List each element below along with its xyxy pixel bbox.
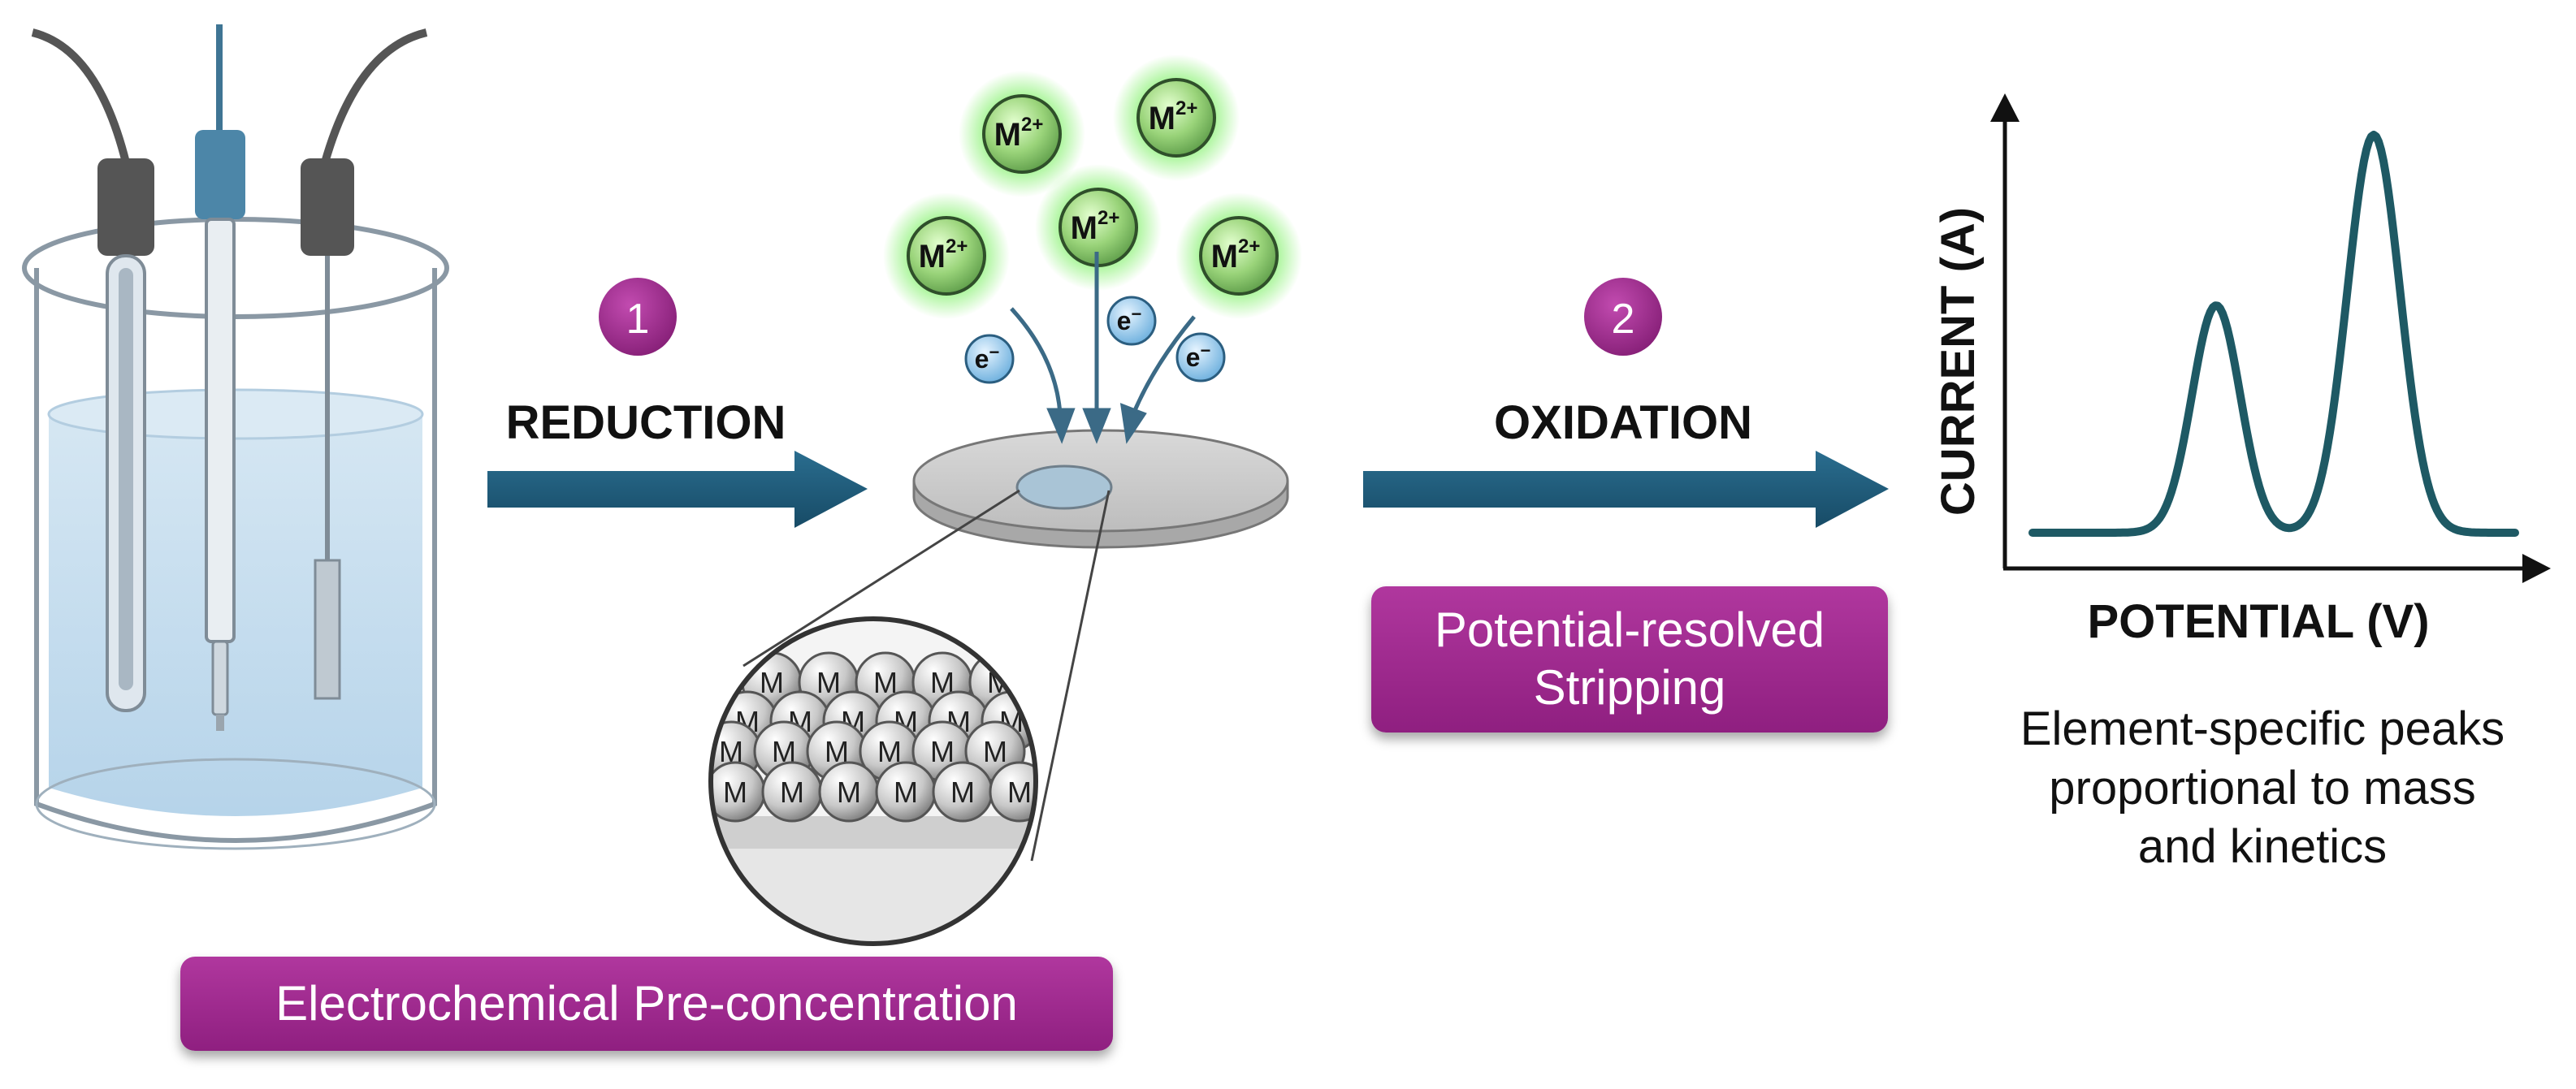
reduction-arrow (487, 451, 868, 528)
electrons-layer: e− e− e− (964, 296, 1226, 384)
svg-text:M: M (837, 776, 861, 809)
svg-text:M: M (816, 666, 841, 699)
step-2-badge: 2 (1584, 278, 1662, 356)
caption-line-3: and kinetics (2137, 820, 2388, 873)
stripping-voltammogram: CURRENT (A) POTENTIAL (V) (1932, 93, 2551, 648)
step-1-number: 1 (626, 296, 650, 343)
step-1-label: REDUCTION (506, 396, 786, 449)
svg-text:M: M (723, 776, 747, 809)
beaker-glass (34, 268, 437, 843)
y-axis-label: CURRENT (A) (1932, 207, 1985, 516)
metal-ion: M2+ (1113, 54, 1240, 181)
oxidation-arrow (1363, 451, 1889, 528)
svg-text:M: M (983, 735, 1007, 768)
metal-ion: M2+ (1175, 192, 1302, 319)
svg-text:M: M (760, 666, 784, 699)
electrochemical-cell-beaker (22, 24, 449, 850)
electron: e− (1106, 296, 1157, 346)
metal-ion: M2+ (883, 192, 1010, 319)
deposited-metal-atom: M (989, 761, 1036, 823)
deposited-metal-atom: M (711, 761, 766, 823)
counter-electrode (301, 28, 428, 700)
svg-text:M: M (950, 776, 975, 809)
step-2-label: OXIDATION (1494, 396, 1752, 449)
electron: e− (964, 334, 1015, 384)
preconcentration-label: Electrochemical Pre-concentration (275, 975, 1018, 1031)
svg-text:M: M (930, 735, 955, 768)
stripping-box: Potential-resolved Stripping (1371, 586, 1888, 732)
x-axis-label: POTENTIAL (V) (2087, 595, 2429, 648)
deposition-spot (1015, 465, 1113, 510)
svg-text:M: M (1007, 776, 1032, 809)
caption-line-2: proportional to mass (2049, 761, 2476, 815)
deposited-metal-atom: M (761, 761, 823, 823)
deposited-metal-atom: M (818, 761, 880, 823)
metal-ion-label: M2+ (1149, 97, 1198, 136)
step-1-badge: 1 (599, 278, 677, 356)
working-electrode (195, 24, 245, 731)
metal-ion: M2+ (959, 71, 1085, 197)
deposited-metal-atom: M (875, 761, 937, 823)
electron: e− (1175, 332, 1226, 382)
svg-text:M: M (894, 776, 918, 809)
deposition-arrows (1010, 252, 1196, 444)
stripping-label-line1: Potential-resolved (1434, 603, 1825, 658)
deposited-metal-atom: M (932, 761, 994, 823)
preconcentration-box: Electrochemical Pre-concentration (180, 957, 1113, 1051)
metal-ions-layer: M2+M2+M2+M2+M2+ (883, 54, 1302, 319)
svg-text:M: M (780, 776, 804, 809)
graph-caption: Element-specific peaks proportional to m… (1950, 700, 2575, 877)
caption-line-1: Element-specific peaks (2020, 702, 2505, 755)
step-2-number: 2 (1612, 296, 1635, 343)
voltammogram-curve (2028, 131, 2519, 537)
stripping-label-line2: Stripping (1533, 660, 1726, 715)
reference-electrode (31, 28, 154, 712)
metal-ion: M2+ (1035, 164, 1162, 291)
